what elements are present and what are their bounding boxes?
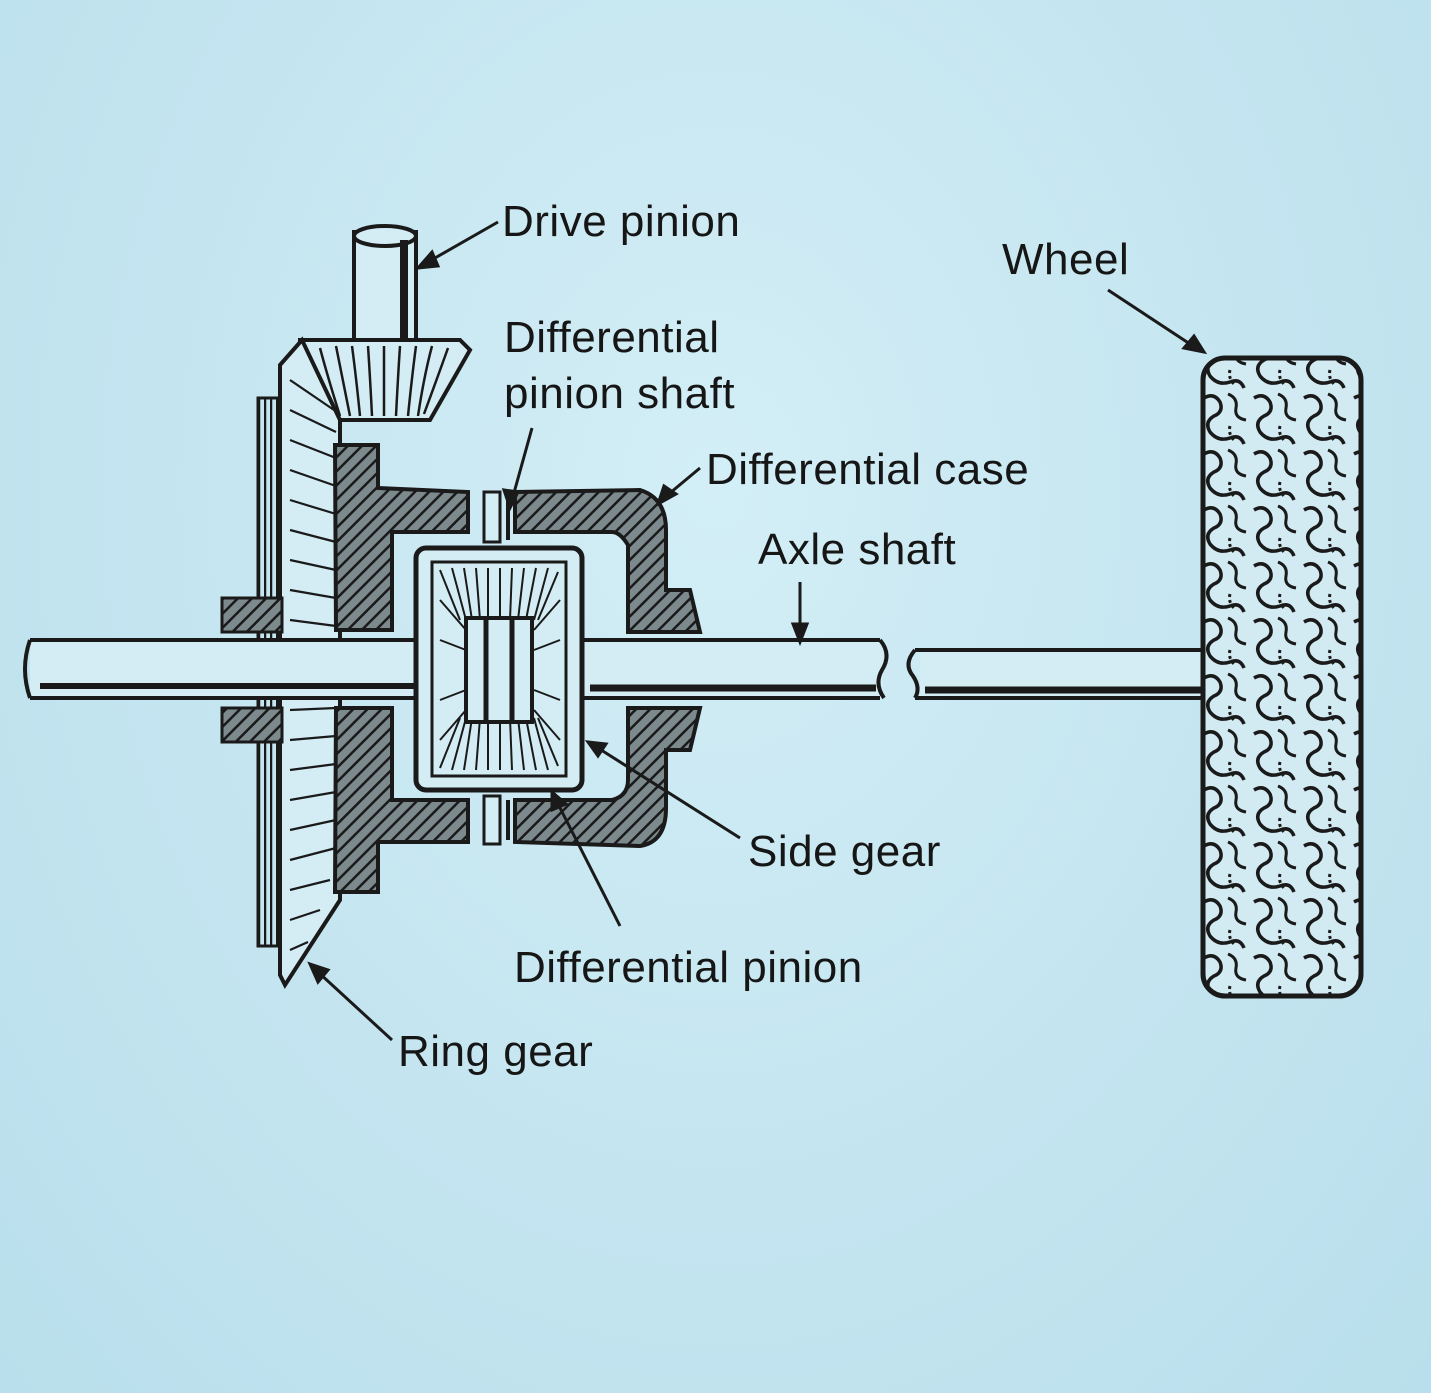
label-differential-pinion-shaft-line1: Differential bbox=[504, 313, 720, 362]
wheel bbox=[1200, 355, 1364, 999]
label-axle-shaft: Axle shaft bbox=[758, 525, 957, 574]
drive-pinion-gear bbox=[298, 338, 473, 422]
axle-shaft-right bbox=[578, 638, 1205, 700]
side-gear-assembly bbox=[413, 545, 585, 793]
label-drive-pinion: Drive pinion bbox=[502, 197, 741, 246]
bearing-block-upper bbox=[220, 596, 284, 634]
label-side-gear: Side gear bbox=[748, 827, 941, 876]
bearing-block-lower bbox=[220, 706, 284, 744]
label-differential-case: Differential case bbox=[706, 445, 1030, 494]
label-ring-gear: Ring gear bbox=[398, 1027, 594, 1076]
label-differential-pinion-shaft: Differential pinion shaft bbox=[504, 310, 735, 422]
label-differential-pinion: Differential pinion bbox=[514, 943, 863, 992]
axle-shaft-left bbox=[23, 638, 415, 700]
label-differential-pinion-shaft-line2: pinion shaft bbox=[504, 369, 736, 418]
differential-pinion-shaft bbox=[482, 490, 510, 846]
drive-pinion-shaft bbox=[352, 224, 418, 344]
leader-lines bbox=[307, 220, 1208, 1042]
label-wheel: Wheel bbox=[1002, 235, 1130, 284]
differential-case bbox=[332, 443, 703, 894]
